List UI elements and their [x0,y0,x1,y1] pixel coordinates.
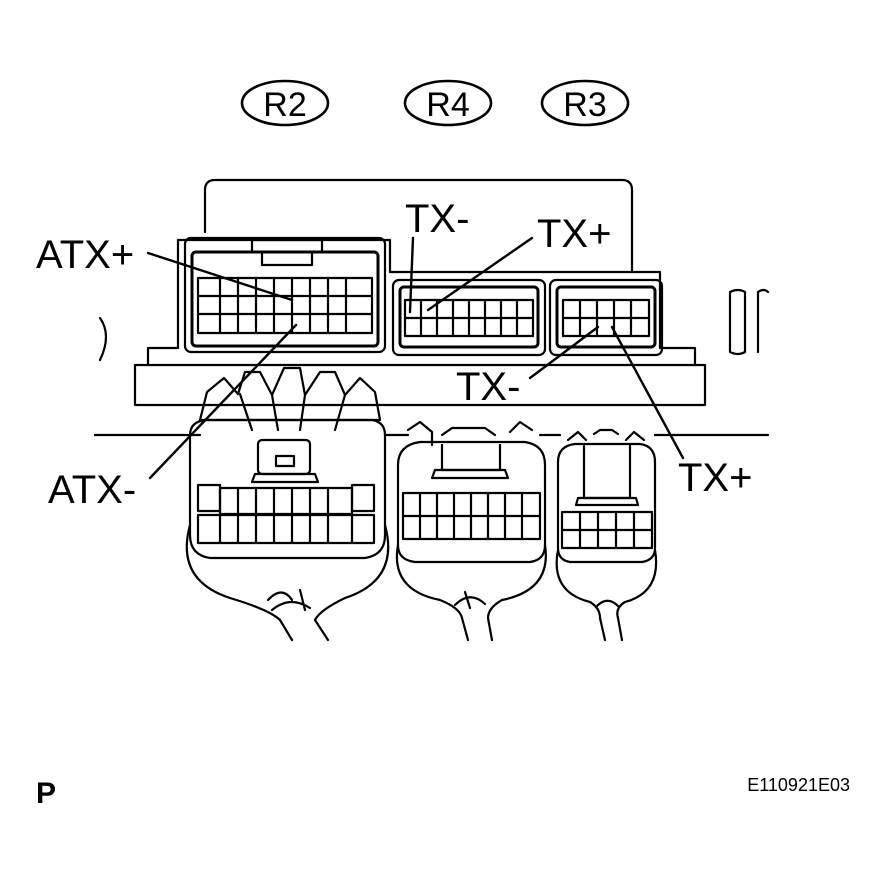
tag-r2: R2 [240,79,330,127]
label-r3-tx-minus: TX- [456,365,520,409]
leader-r4-tx-minus [408,236,415,314]
figure-code: E110921E03 [747,775,850,795]
label-r3-tx-plus: TX+ [678,456,752,500]
r2-header [183,236,387,354]
tag-r4-text: R4 [426,86,469,124]
r2-plug [185,366,390,642]
tag-r2-text: R2 [263,86,306,124]
r4-plug [395,420,547,642]
label-r4-tx-minus: TX- [405,197,469,241]
label-r4-tx-plus: TX+ [537,212,611,256]
r3-plug [555,428,658,642]
tag-r3-text: R3 [563,86,606,124]
leader-r3-tx-minus [528,325,600,380]
label-atx-plus: ATX+ [36,233,134,277]
tag-r4: R4 [403,79,493,127]
tag-r3: R3 [540,79,630,127]
leader-atx-plus [146,251,294,302]
label-atx-minus: ATX- [48,468,136,512]
view-letter: P [36,777,56,810]
r4-header [391,278,547,357]
leader-atx-minus [148,323,298,480]
leader-r3-tx-plus [610,325,685,460]
leader-r4-tx-plus [426,236,534,312]
leader-lines [146,236,685,480]
r3-header [548,278,664,357]
